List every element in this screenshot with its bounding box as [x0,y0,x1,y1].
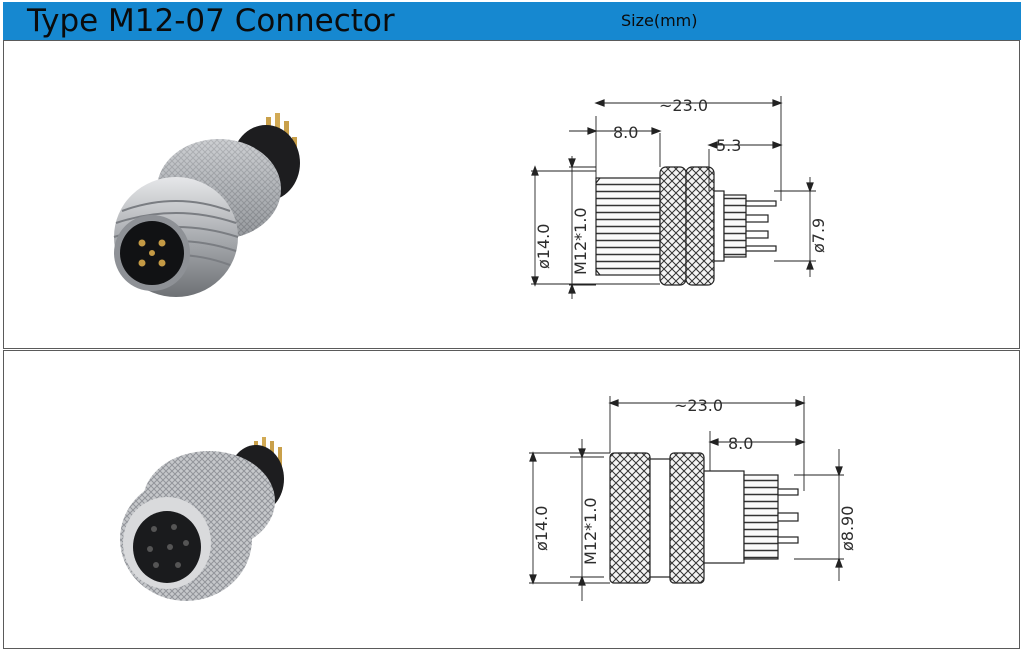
dim-rear-diameter: ø7.9 [809,218,828,253]
dim-rear-length: 8.0 [728,434,753,453]
dim-thread-length: 8.0 [613,123,638,142]
dim-overall-length: ~23.0 [659,96,708,115]
female-connector-photo [120,437,284,601]
dim-thread-size: M12*1.0 [571,207,590,275]
knurl-front [609,452,651,584]
rear-thread [743,474,779,560]
page-title: Type M12-07 Connector [27,3,395,39]
male-connector-photo [113,113,300,297]
size-unit-label: Size(mm) [621,11,698,30]
dim-thread-size: M12*1.0 [581,497,600,565]
dim-overall-length: ~23.0 [674,396,723,415]
rear-thread [723,194,747,258]
male-connector-drawing [531,96,816,299]
male-connector-panel: ~23.0 8.0 5.3 ø14.0 M12*1.0 ø7.9 [3,40,1020,349]
female-connector-panel: ~23.0 8.0 ø14.0 M12*1.0 ø8.90 [3,350,1020,649]
dim-outer-diameter: ø14.0 [534,224,553,269]
female-connector-figure: ~23.0 8.0 ø14.0 M12*1.0 ø8.90 [120,396,857,601]
thread-section [595,177,661,276]
knurl-right [685,166,715,286]
dim-rear-diameter: ø8.90 [838,506,857,551]
female-connector-drawing [529,396,844,601]
dim-rear-length: 5.3 [716,136,741,155]
male-connector-figure: ~23.0 8.0 5.3 ø14.0 M12*1.0 ø7.9 [113,96,828,299]
header-bar: Type M12-07 Connector Size(mm) [3,2,1021,40]
knurl-left [659,166,687,286]
knurl-rear [669,452,705,584]
dim-outer-diameter: ø14.0 [532,506,551,551]
